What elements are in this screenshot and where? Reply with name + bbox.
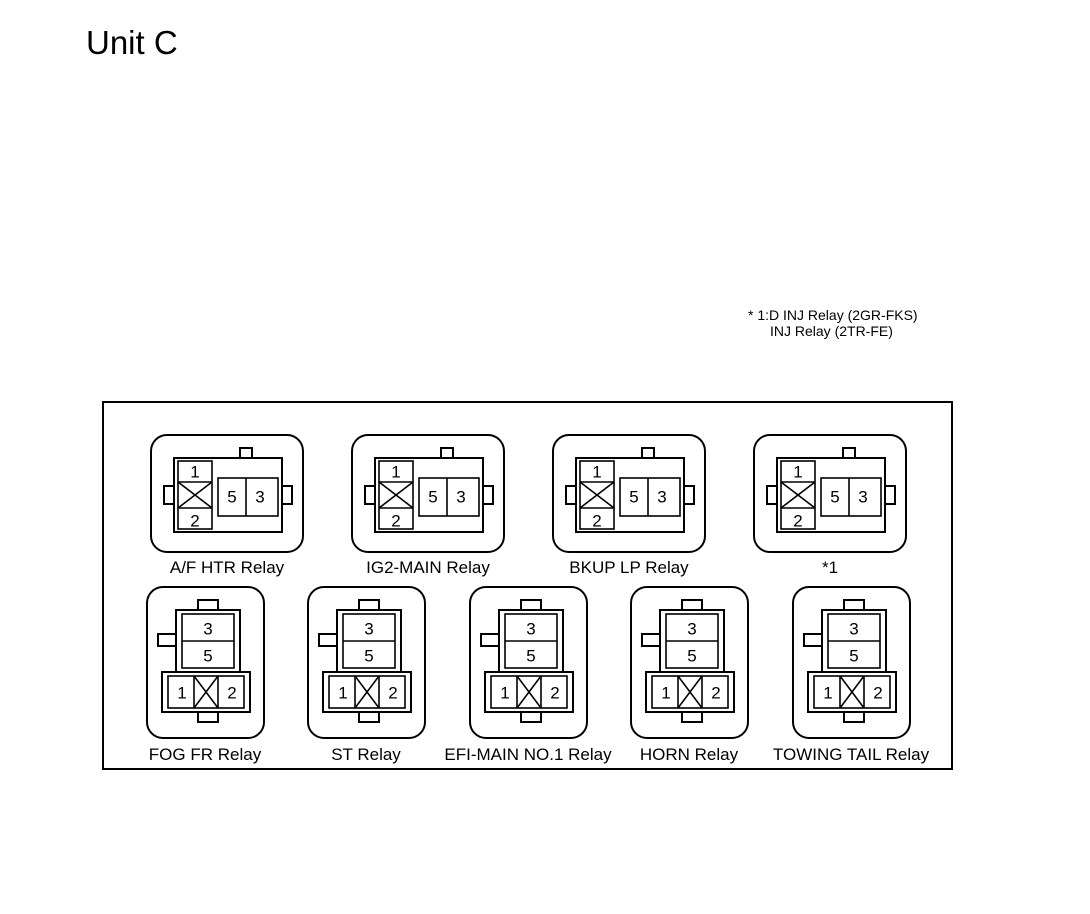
- relay-label-st: ST Relay: [331, 745, 401, 764]
- pin-1: 1: [661, 683, 671, 703]
- pin-3: 3: [526, 619, 536, 639]
- pin-3: 3: [849, 619, 859, 639]
- pin-2: 2: [793, 511, 803, 531]
- pin-3: 3: [255, 487, 265, 507]
- pin-3: 3: [657, 487, 667, 507]
- footnote-line-2: INJ Relay (2TR-FE): [770, 323, 893, 339]
- pin-2: 2: [227, 683, 237, 703]
- relay-connector-drawing: [792, 586, 911, 739]
- pin-2: 2: [550, 683, 560, 703]
- pin-5: 5: [526, 646, 536, 666]
- pin-5: 5: [203, 646, 213, 666]
- pin-3: 3: [687, 619, 697, 639]
- relay-panel: [102, 401, 953, 770]
- pin-1: 1: [338, 683, 348, 703]
- relay-connector-drawing: [630, 586, 749, 739]
- relay-label-af-htr: A/F HTR Relay: [169, 558, 285, 577]
- pin-5: 5: [830, 487, 840, 507]
- pin-1: 1: [391, 462, 401, 482]
- pin-3: 3: [858, 487, 868, 507]
- pin-1: 1: [500, 683, 510, 703]
- relay-label-fog-fr: FOG FR Relay: [148, 745, 262, 764]
- pin-2: 2: [711, 683, 721, 703]
- relay-connector-drawing: [146, 586, 265, 739]
- relay-connector-drawing: [552, 434, 706, 553]
- relay-label-bkup-lp: BKUP LP Relay: [569, 558, 689, 577]
- pin-5: 5: [364, 646, 374, 666]
- relay-connector-drawing: [469, 586, 588, 739]
- footnote-line-1: * 1:D INJ Relay (2GR-FKS): [748, 307, 918, 323]
- relay-label-horn: HORN Relay: [639, 745, 739, 764]
- relay-connector-drawing: [307, 586, 426, 739]
- footnote: * 1:D INJ Relay (2GR-FKS)INJ Relay (2TR-…: [748, 307, 918, 339]
- pin-1: 1: [793, 462, 803, 482]
- relay-connector-drawing: [351, 434, 505, 553]
- pin-1: 1: [592, 462, 602, 482]
- page-title: Unit C: [86, 24, 178, 61]
- relay-connector-drawing: [753, 434, 907, 553]
- pin-2: 2: [592, 511, 602, 531]
- pin-3: 3: [364, 619, 374, 639]
- pin-3: 3: [203, 619, 213, 639]
- pin-1: 1: [177, 683, 187, 703]
- pin-2: 2: [190, 511, 200, 531]
- pin-5: 5: [428, 487, 438, 507]
- pin-5: 5: [849, 646, 859, 666]
- pin-5: 5: [227, 487, 237, 507]
- pin-3: 3: [456, 487, 466, 507]
- relay-label-ig2-main: IG2-MAIN Relay: [366, 558, 490, 577]
- relay-label-star-1: *1: [821, 558, 839, 577]
- pin-5: 5: [629, 487, 639, 507]
- pin-5: 5: [687, 646, 697, 666]
- relay-connector-drawing: [150, 434, 304, 553]
- pin-1: 1: [823, 683, 833, 703]
- relay-label-towing-tail: TOWING TAIL Relay: [772, 745, 930, 764]
- relay-label-efi-main-no1: EFI-MAIN NO.1 Relay: [444, 745, 612, 764]
- pin-2: 2: [388, 683, 398, 703]
- pin-1: 1: [190, 462, 200, 482]
- pin-2: 2: [391, 511, 401, 531]
- pin-2: 2: [873, 683, 883, 703]
